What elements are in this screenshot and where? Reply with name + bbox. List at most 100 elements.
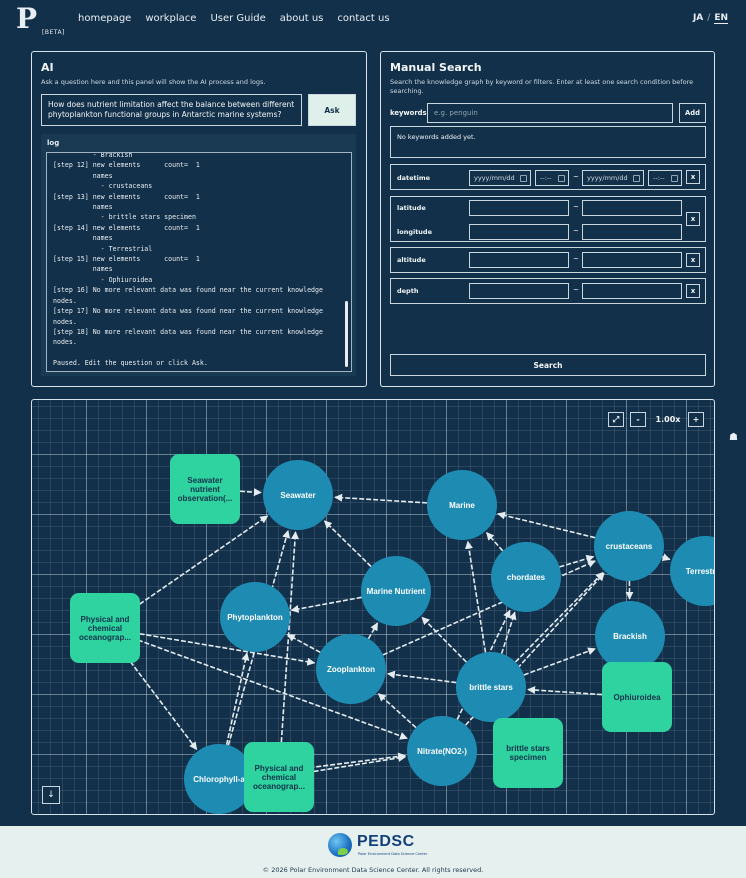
- graph-node-seawater-obs[interactable]: Seawater nutrient observation(...: [170, 454, 240, 524]
- arrow-down-icon: ↓: [47, 790, 55, 800]
- log-output[interactable]: - Brackish [step 12] new elements count=…: [46, 152, 352, 372]
- graph-node-crustaceans[interactable]: crustaceans: [594, 511, 664, 581]
- clear-location-button[interactable]: x: [686, 212, 700, 226]
- lang-ja[interactable]: JA: [692, 13, 704, 23]
- datetime-label: datetime: [397, 174, 431, 182]
- lang-en[interactable]: EN: [714, 13, 728, 24]
- depth-max-input[interactable]: [582, 283, 682, 299]
- clock-icon: [671, 175, 678, 182]
- depth-min-input[interactable]: [469, 283, 569, 299]
- ai-panel: AI Ask a question here and this panel wi…: [31, 51, 367, 387]
- longitude-max-input[interactable]: [582, 224, 682, 240]
- graph-node-brittle-specimen[interactable]: brittle stars specimen: [493, 718, 563, 788]
- start-date-input[interactable]: yyyy/mm/dd: [469, 170, 531, 186]
- graph-edge-23: [421, 616, 467, 663]
- datetime-filter: datetime yyyy/mm/dd --:-- ~ yyyy/mm/dd -…: [390, 164, 706, 190]
- altitude-max-input[interactable]: [582, 252, 682, 268]
- location-filter: latitude ~ longitude ~ x: [390, 196, 706, 242]
- knowledge-graph-canvas[interactable]: Seawater nutrient observation(... Seawate…: [31, 399, 715, 815]
- graph-edge-25: [465, 540, 487, 653]
- keywords-input[interactable]: e.g. penguin: [427, 103, 673, 123]
- altitude-min-input[interactable]: [469, 252, 569, 268]
- graph-edge-29: [527, 686, 603, 696]
- search-button[interactable]: Search: [390, 354, 706, 376]
- graph-node-brackish[interactable]: Brackish: [595, 601, 665, 671]
- nav-workplace[interactable]: workplace: [145, 13, 197, 24]
- graph-edge-9: [367, 622, 379, 640]
- range-separator: ~: [573, 255, 579, 263]
- ask-button[interactable]: Ask: [308, 94, 356, 126]
- graph-edge-10: [286, 633, 321, 654]
- graph-node-nitrate[interactable]: Nitrate(NO2-): [407, 716, 477, 786]
- graph-node-ophiuroidea[interactable]: Ophiuroidea: [602, 662, 672, 732]
- leaf-icon: [338, 848, 348, 855]
- range-separator: ~: [573, 286, 579, 294]
- log-scrollbar[interactable]: [345, 301, 348, 367]
- main-nav: homepage workplace User Guide about us c…: [78, 13, 390, 24]
- latitude-label: latitude: [397, 204, 426, 212]
- site-header: P [BETA] homepage workplace User Guide a…: [0, 0, 746, 42]
- graph-edge-7: [290, 596, 362, 613]
- latitude-min-input[interactable]: [469, 200, 569, 216]
- nav-homepage[interactable]: homepage: [78, 13, 132, 24]
- copyright: © 2026 Polar Environment Data Science Ce…: [262, 866, 484, 874]
- graph-node-chordates[interactable]: chordates: [491, 542, 561, 612]
- fullscreen-button[interactable]: ⤢: [608, 412, 624, 427]
- question-input[interactable]: How does nutrient limitation affect the …: [41, 94, 302, 126]
- graph-edge-24: [500, 611, 517, 654]
- latitude-max-input[interactable]: [582, 200, 682, 216]
- nav-about-us[interactable]: about us: [279, 13, 324, 24]
- start-time-placeholder: --:--: [540, 174, 552, 182]
- language-switcher: JA / EN: [693, 13, 728, 24]
- clear-depth-button[interactable]: x: [686, 284, 700, 298]
- graph-node-brittle-stars[interactable]: brittle stars: [456, 652, 526, 722]
- end-time-input[interactable]: --:--: [648, 170, 682, 186]
- longitude-label: longitude: [397, 228, 432, 236]
- graph-edge-6: [559, 554, 595, 568]
- add-keyword-button[interactable]: Add: [679, 103, 706, 123]
- longitude-min-input[interactable]: [469, 224, 569, 240]
- calendar-icon: [633, 175, 640, 182]
- range-separator: ~: [573, 203, 579, 211]
- manual-search-subtitle: Search the knowledge graph by keyword or…: [390, 78, 694, 95]
- graph-node-zooplankton[interactable]: Zooplankton: [316, 634, 386, 704]
- clear-datetime-button[interactable]: x: [686, 170, 700, 184]
- graph-node-marine[interactable]: Marine: [427, 470, 497, 540]
- clear-altitude-button[interactable]: x: [686, 253, 700, 267]
- depth-filter: depth ~ x: [390, 278, 706, 304]
- graph-node-seawater[interactable]: Seawater: [263, 460, 333, 530]
- zoom-in-button[interactable]: +: [688, 412, 704, 427]
- manual-search-panel: Manual Search Search the knowledge graph…: [380, 51, 715, 387]
- graph-edge-20: [377, 693, 417, 729]
- zoom-out-button[interactable]: -: [630, 412, 646, 427]
- pedsc-subtitle: Polar Environment Data Science Center: [358, 852, 428, 856]
- download-button[interactable]: ↓: [42, 786, 60, 804]
- graph-node-phys-chem-1[interactable]: Physical and chemical oceanograp...: [70, 593, 140, 663]
- graph-node-phys-chem-2[interactable]: Physical and chemical oceanograp...: [244, 742, 314, 812]
- start-time-input[interactable]: --:--: [535, 170, 569, 186]
- graph-node-marine-nutrient[interactable]: Marine Nutrient: [361, 556, 431, 626]
- site-logo[interactable]: P [BETA]: [16, 2, 64, 38]
- site-footer: PEDSC Polar Environment Data Science Cen…: [0, 826, 746, 878]
- nav-contact-us[interactable]: contact us: [337, 13, 390, 24]
- graph-edge-15: [225, 652, 250, 746]
- graph-node-chlorophyll[interactable]: Chlorophyll-a: [184, 744, 254, 814]
- graph-edge-0: [239, 488, 262, 497]
- calendar-icon: [520, 175, 527, 182]
- graph-edge-8: [323, 520, 372, 568]
- logo-letter: P: [16, 2, 38, 35]
- pedsc-logo: PEDSC Polar Environment Data Science Cen…: [328, 833, 427, 861]
- lang-separator: /: [707, 13, 711, 23]
- end-date-placeholder: yyyy/mm/dd: [587, 174, 628, 182]
- graph-node-phytoplankton[interactable]: Phytoplankton: [220, 582, 290, 652]
- graph-edge-18: [280, 531, 300, 743]
- graph-edge-13: [125, 655, 198, 751]
- beta-badge: [BETA]: [42, 29, 65, 36]
- altitude-label: altitude: [397, 256, 426, 264]
- graph-edge-11: [133, 515, 269, 609]
- nav-user-guide[interactable]: User Guide: [210, 13, 266, 24]
- manual-search-title: Manual Search: [390, 61, 482, 74]
- expand-icon: ⤢: [612, 414, 620, 424]
- bug-icon[interactable]: ☗: [729, 432, 738, 443]
- end-date-input[interactable]: yyyy/mm/dd: [582, 170, 644, 186]
